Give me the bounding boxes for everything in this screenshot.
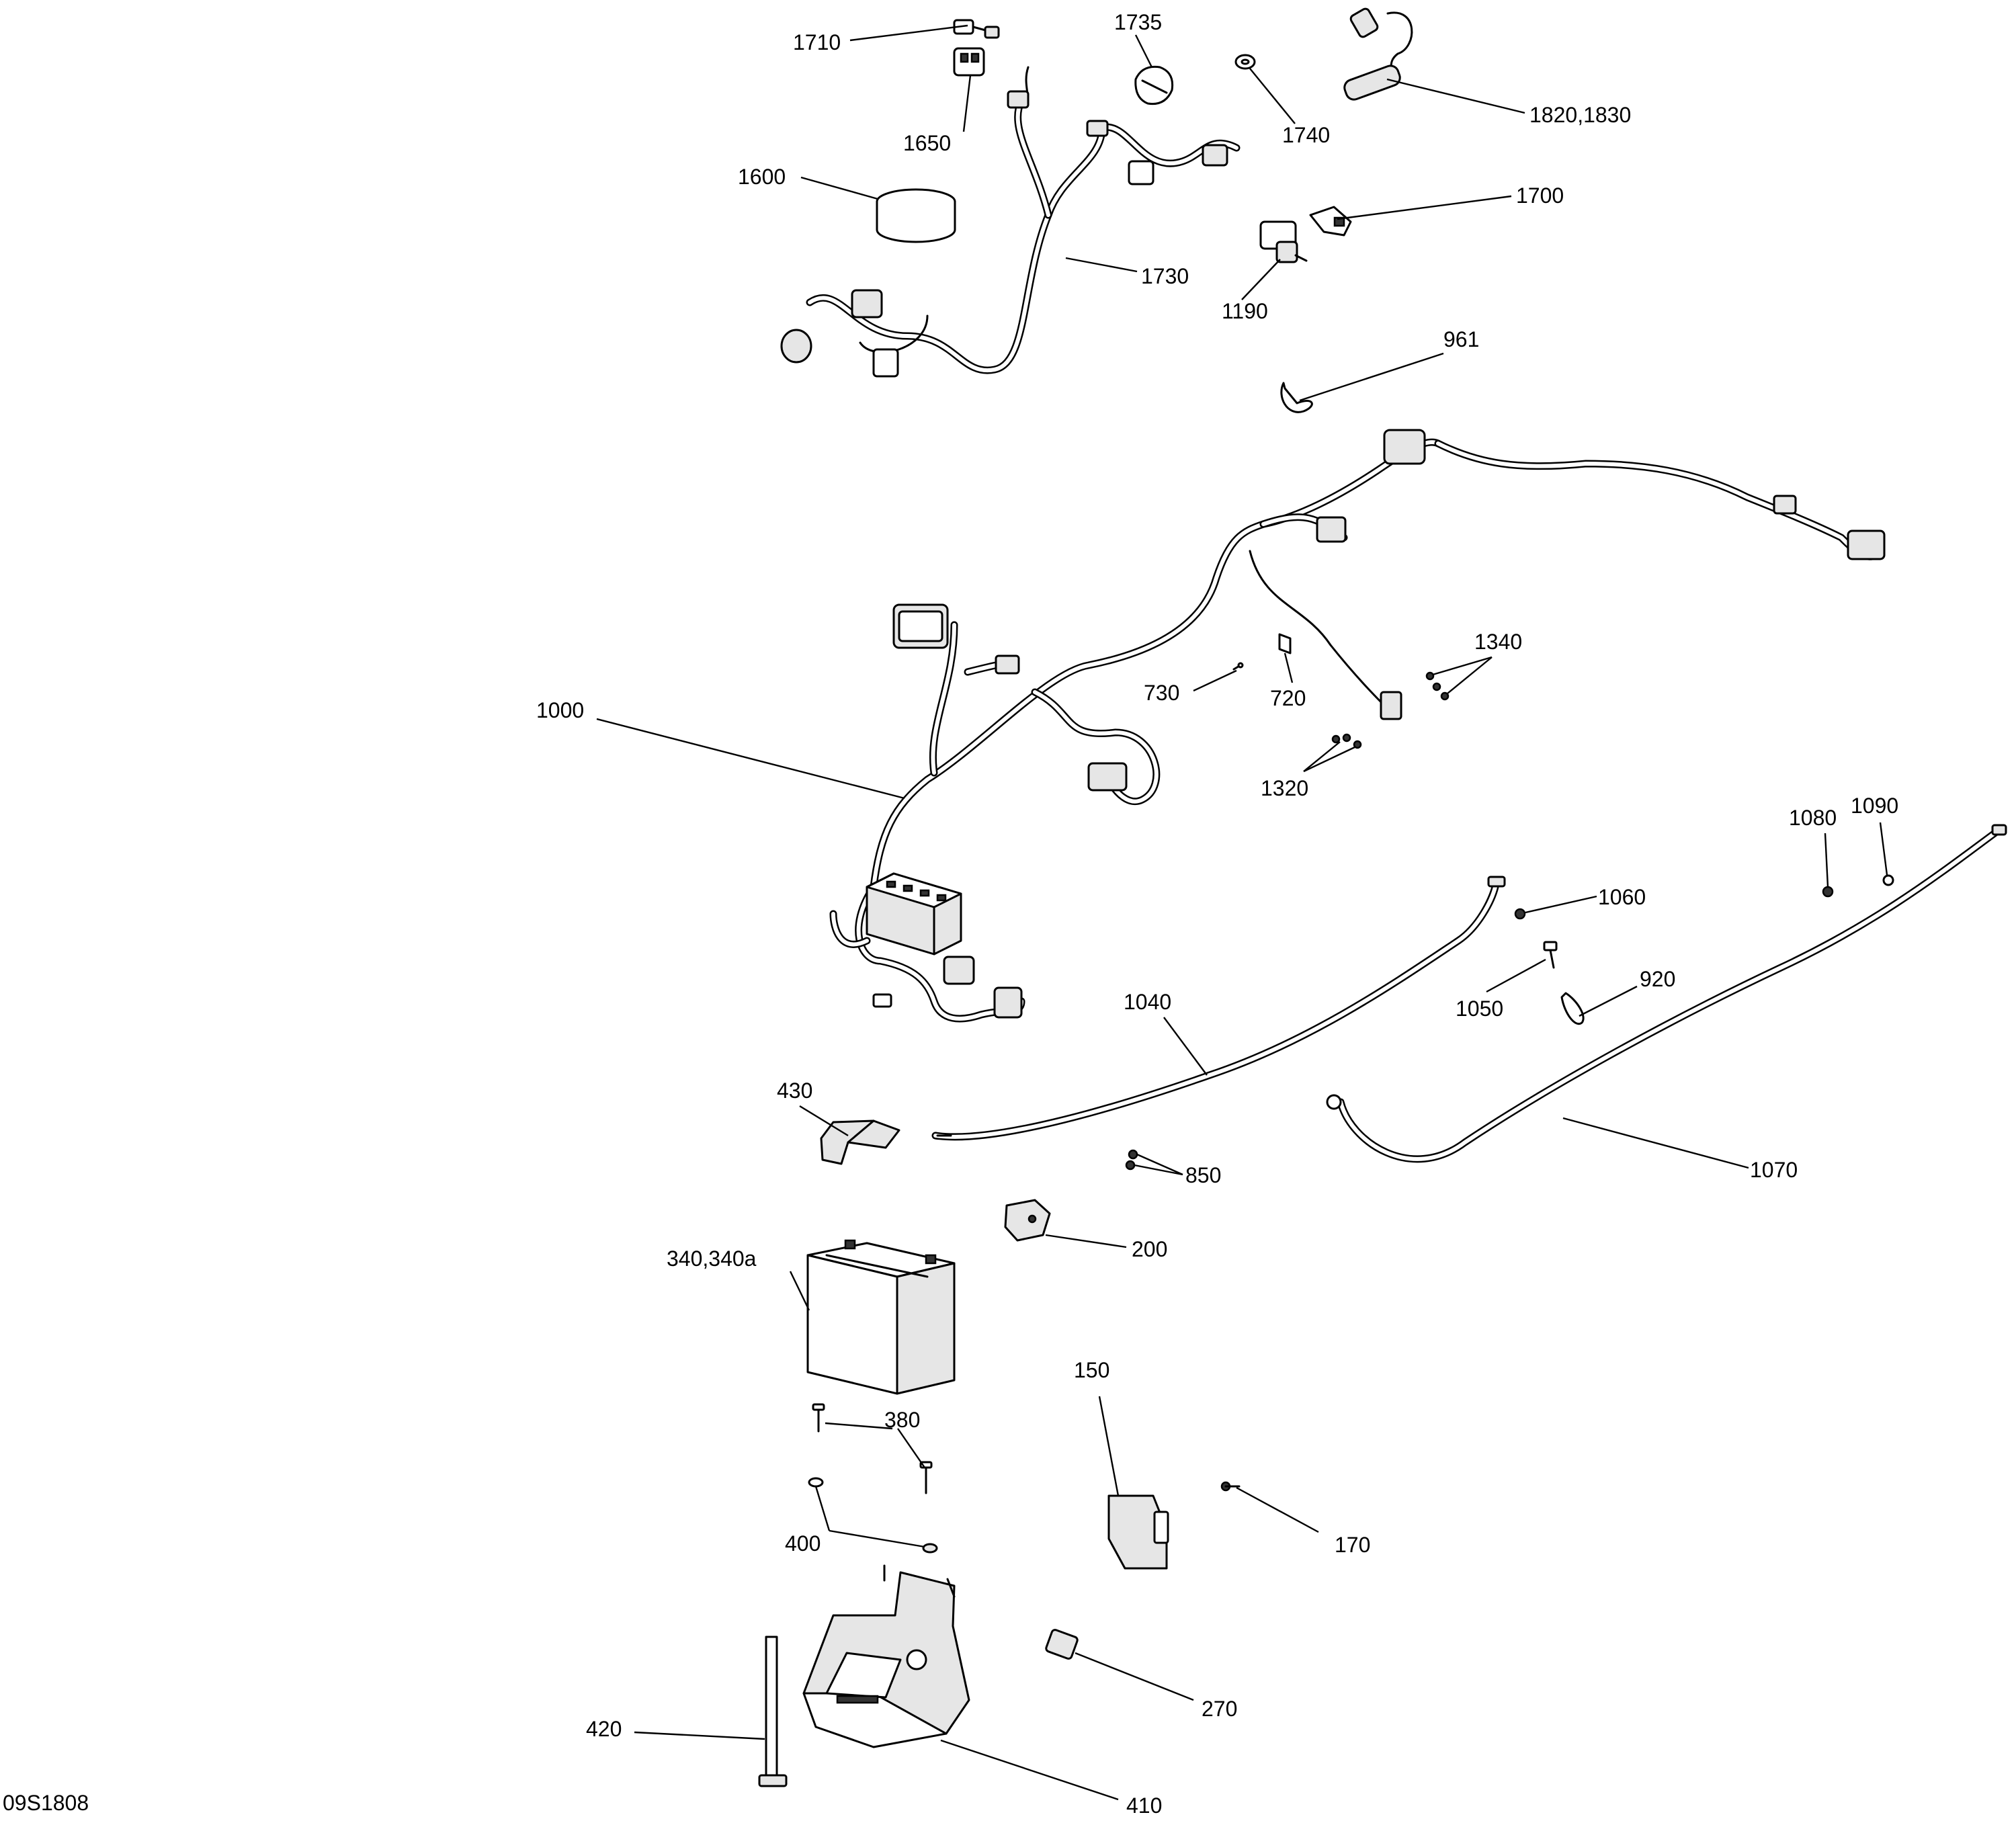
callout-270: 270 <box>1202 1697 1237 1721</box>
callout-1080: 1080 <box>1789 806 1837 830</box>
part-200-relay <box>1004 1199 1051 1242</box>
callout-1340: 1340 <box>1474 630 1522 654</box>
part-420-strap <box>758 1636 788 1787</box>
part-1650-connector <box>953 47 985 77</box>
part-1820-switch <box>1343 7 1413 101</box>
callout-720: 720 <box>1270 686 1306 710</box>
callout-200: 200 <box>1132 1237 1167 1261</box>
part-1740-washer <box>1234 54 1256 70</box>
part-1710-connector <box>953 19 1000 39</box>
callout-1730: 1730 <box>1141 264 1189 288</box>
part-1060-nut <box>1514 908 1526 920</box>
callout-1740: 1740 <box>1282 123 1330 147</box>
callout-170: 170 <box>1335 1533 1370 1557</box>
callout-1000: 1000 <box>536 698 584 722</box>
callout-1710: 1710 <box>793 30 841 54</box>
part-430-bracket <box>820 1119 900 1165</box>
leader-lines <box>596 24 1888 1801</box>
part-1600-ring <box>876 188 956 243</box>
part-150-module <box>1107 1494 1169 1570</box>
callout-340-340a: 340,340a <box>667 1246 757 1271</box>
callout-961: 961 <box>1443 327 1479 351</box>
callout-850: 850 <box>1185 1163 1221 1187</box>
callout-410: 410 <box>1126 1793 1162 1818</box>
part-1090-washer <box>1882 874 1894 886</box>
part-1730-harness <box>780 66 1241 378</box>
part-340-battery <box>806 1239 956 1395</box>
callout-1650: 1650 <box>903 131 951 155</box>
part-1080-nut <box>1822 886 1834 898</box>
part-400-washers <box>808 1477 938 1554</box>
callout-420: 420 <box>586 1717 622 1741</box>
part-1040-cable <box>931 876 1506 1141</box>
callout-730: 730 <box>1144 681 1179 705</box>
callout-1320: 1320 <box>1261 776 1308 800</box>
part-1050-bolt <box>1543 941 1558 969</box>
callout-430: 430 <box>777 1078 812 1103</box>
callout-920: 920 <box>1640 967 1675 991</box>
callout-1700: 1700 <box>1516 183 1564 208</box>
callout-150: 150 <box>1074 1358 1109 1382</box>
part-961-clip <box>1280 382 1313 413</box>
part-270-connector <box>1045 1629 1079 1660</box>
part-1700-connector <box>1309 206 1352 237</box>
callout-400: 400 <box>785 1531 821 1556</box>
part-1000-main-harness <box>829 429 1886 1023</box>
callout-1600: 1600 <box>738 165 786 189</box>
callout-labels: 1710 1735 1650 1740 1820,1830 1600 1700 … <box>3 10 1898 1818</box>
callout-1070: 1070 <box>1750 1158 1798 1182</box>
callout-1040: 1040 <box>1124 990 1171 1014</box>
callout-1050: 1050 <box>1456 997 1503 1021</box>
callout-1820-1830: 1820,1830 <box>1529 103 1631 127</box>
callout-380: 380 <box>884 1408 920 1432</box>
callout-1090: 1090 <box>1851 794 1898 818</box>
part-1320-terminals <box>1331 733 1362 749</box>
part-170-screw <box>1220 1481 1241 1492</box>
part-850-screws <box>1125 1149 1138 1171</box>
callout-1060: 1060 <box>1598 885 1646 909</box>
part-1190-switch <box>1259 220 1308 263</box>
part-920-tie <box>1560 992 1585 1025</box>
part-410-tray <box>802 1564 970 1748</box>
fuse-box <box>866 872 962 956</box>
part-1070-cable <box>1326 824 2007 1163</box>
callout-1190: 1190 <box>1222 299 1268 323</box>
part-730-pin <box>1232 662 1244 671</box>
callout-1735: 1735 <box>1114 10 1162 34</box>
part-1340-screws <box>1425 671 1450 701</box>
diagram-code: 09S1808 <box>3 1791 89 1815</box>
part-1735-grommet <box>1134 65 1174 105</box>
part-720-clip <box>1278 633 1292 654</box>
